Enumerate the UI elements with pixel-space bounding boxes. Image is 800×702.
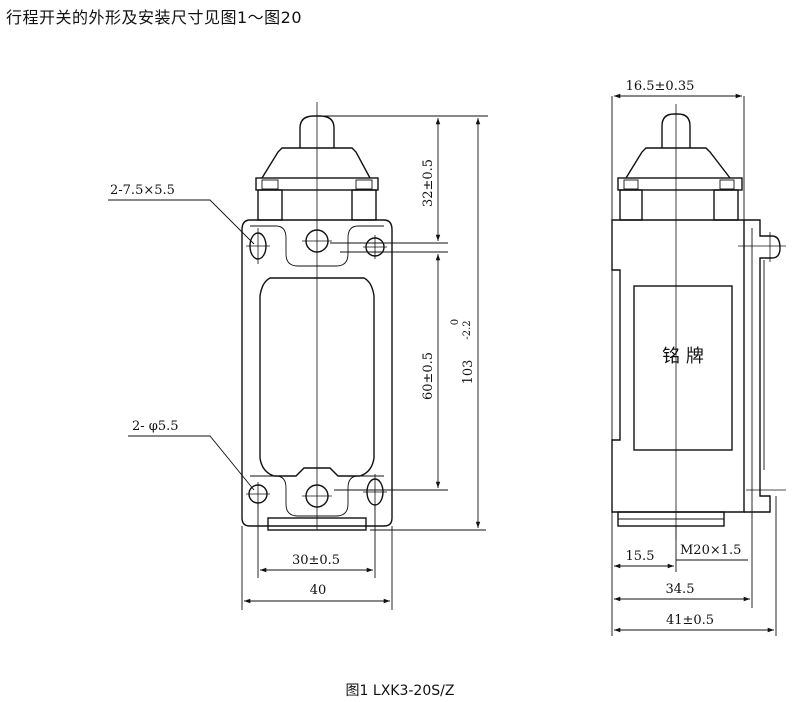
side-neck-left: [619, 189, 643, 221]
page-heading: 行程开关的外形及安装尺寸见图1～图20: [6, 8, 303, 27]
front-body-outline: [241, 219, 393, 527]
side-dim-total-depth: 41±0.5: [666, 613, 714, 628]
front-head-screw-right: [355, 179, 373, 190]
front-cover-plate: [259, 277, 375, 477]
front-view: 2-7.5×5.5 2- φ5.5 32±0.5 60±0.5 103 0 -2…: [108, 102, 488, 610]
front-dim-width: 40: [310, 583, 327, 598]
side-head-screw-right: [719, 179, 735, 190]
side-dim-thread: M20×1.5: [680, 543, 741, 558]
side-flange: [744, 219, 781, 513]
side-head-screw-left: [623, 179, 639, 190]
front-head: [261, 147, 371, 179]
front-dim-tol-upper: 0: [450, 319, 461, 325]
front-dim-mount-vertical: 60±0.5: [421, 352, 436, 400]
front-dim-top: 32±0.5: [421, 159, 436, 207]
front-dim-tol-lower: -2.2: [462, 320, 473, 339]
front-dim-mount-horizontal: 30±0.5: [292, 553, 340, 568]
side-nameplate-text: 铭 牌: [662, 346, 704, 367]
side-neck-right: [713, 189, 739, 221]
side-dim-top-width: 16.5±0.35: [626, 79, 695, 94]
side-head: [625, 147, 731, 179]
side-dim-offset: 15.5: [626, 549, 655, 564]
front-neck-left: [257, 189, 283, 221]
front-slot-label: 2-7.5×5.5: [110, 183, 175, 198]
front-neck-right: [351, 189, 377, 221]
figure-caption: 图1 LXK3-20S/Z: [345, 683, 455, 699]
side-nameplate-box: [633, 285, 733, 451]
front-hole-label: 2- φ5.5: [132, 419, 179, 434]
front-dim-total-height: 103: [461, 360, 476, 385]
front-head-screw-left: [261, 179, 279, 190]
side-dim-depth: 34.5: [666, 582, 695, 597]
side-head-base: [617, 177, 743, 191]
side-view: 铭 牌 16.5±0.35 15.5 M20×1.5 34.5 41±0.5: [611, 79, 786, 636]
